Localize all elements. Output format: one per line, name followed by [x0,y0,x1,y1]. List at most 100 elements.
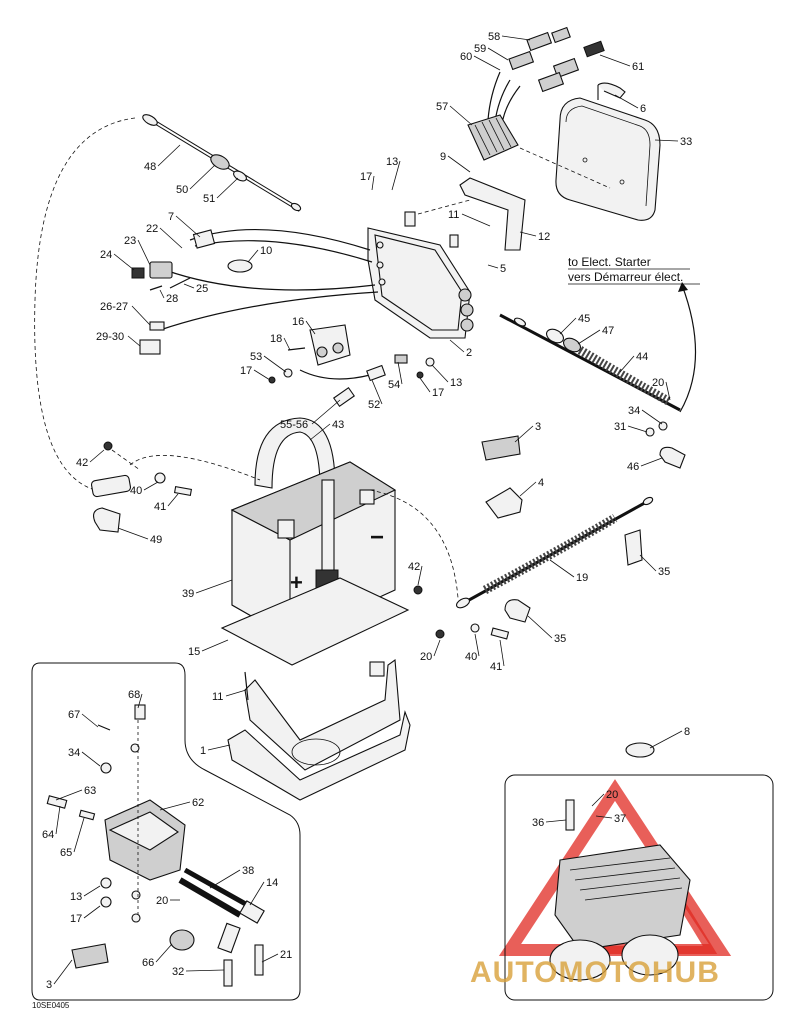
leader-line-41a [167,493,179,507]
leader-line-20b [433,639,441,657]
callout-1: 1 [200,745,206,757]
leader-line-23 [137,239,151,266]
leader-line-22 [159,227,183,249]
callout-9: 9 [440,151,446,163]
callout-3b: 3 [46,979,52,991]
callout-11b: 11 [212,691,223,703]
callout-13b: 13 [450,377,462,389]
engine-group [549,799,691,981]
battery-minus-sign: − [370,524,384,551]
dash-48-loop [34,117,136,491]
callout-68: 68 [128,689,140,701]
callout-15: 15 [188,646,200,658]
leader-line-8 [649,730,683,749]
callout-66: 66 [142,957,154,969]
callout-6: 6 [640,103,646,115]
callout-42b: 42 [408,561,420,573]
callout-44: 44 [636,351,648,363]
leader-line-37 [595,815,613,819]
callout-42a: 42 [76,457,88,469]
callout-47: 47 [602,325,614,337]
left-terminal-group [90,441,261,533]
leader-line-12 [519,231,537,237]
callout-2: 2 [466,347,472,359]
inset-frame-right [504,774,774,1001]
callout-11a: 11 [448,209,459,221]
callout-64: 64 [42,829,54,841]
callout-36: 36 [532,817,544,829]
callout-46: 46 [627,461,639,473]
callout-28: 28 [166,293,178,305]
callout-8: 8 [684,726,690,738]
leader-line-55-56 [311,399,341,425]
leader-line-34b [81,751,101,767]
leader-line-42b [417,565,423,586]
leader-line-46 [640,457,663,467]
note-elect-starter-fr: vers Démarreur élect. [568,270,683,284]
callout-17b: 17 [240,365,252,377]
callout-38: 38 [242,865,254,877]
leader-line-59 [487,47,509,61]
callout-51: 51 [203,193,215,205]
callout-23: 23 [124,235,136,247]
part-33-cover [555,97,661,221]
leader-line-31 [627,425,648,433]
dash-19 [369,489,459,599]
leader-line-13c [83,885,101,897]
part-18-screw [287,347,306,351]
leader-line-61 [599,54,631,67]
leader-line-20a [665,381,671,401]
leader-line-45 [559,317,577,335]
leader-line-48 [157,144,181,167]
leader-line-41b [499,639,505,667]
leader-line-43 [309,423,331,441]
leader-line-54 [397,361,403,385]
callout-57: 57 [436,101,448,113]
part-41b [490,627,510,640]
callout-3a: 3 [535,421,541,433]
part-54 [394,354,408,364]
part-35a [624,529,643,566]
part-4 [485,487,523,519]
leader-line-3a [514,425,534,443]
leader-line-62 [159,801,191,811]
callout-14: 14 [266,877,278,889]
leader-line-18 [283,337,291,351]
callout-53: 53 [250,351,262,363]
callout-12: 12 [538,231,550,243]
callout-25: 25 [196,283,208,295]
leader-line-4 [519,481,537,497]
part-53 [283,368,293,378]
note-elect-starter-en: to Elect. Starter [568,255,651,269]
callout-26-27: 26-27 [100,301,128,313]
leader-line-47 [577,329,601,345]
arrow-head [678,282,688,292]
callout-17d: 17 [70,913,82,925]
ignition-group [46,704,265,987]
leader-line-17c [419,377,431,393]
part-12-bracket [459,177,526,251]
wire-52 [299,369,371,380]
callout-58: 58 [488,31,500,43]
leader-line-40b [474,633,480,657]
leader-line-17d [83,905,101,919]
callout-41a: 41 [154,501,166,513]
callout-40b: 40 [465,651,477,663]
part-48-cable [142,114,302,212]
leader-line-32 [185,969,225,972]
part-15-pad [220,577,410,666]
leader-line-25 [183,283,195,289]
inset-frame-left [31,662,301,1001]
leader-line-50 [189,164,216,190]
part-35b [504,599,531,623]
callout-24: 24 [100,249,112,261]
leader-line-20c [591,793,605,807]
callout-21: 21 [280,949,292,961]
callout-31: 31 [614,421,626,433]
callout-13a: 13 [386,156,398,168]
leader-line-51 [216,177,239,199]
callout-37: 37 [614,813,626,825]
callout-34b: 34 [68,747,80,759]
leader-line-49 [117,527,149,540]
part-25 [169,277,191,289]
